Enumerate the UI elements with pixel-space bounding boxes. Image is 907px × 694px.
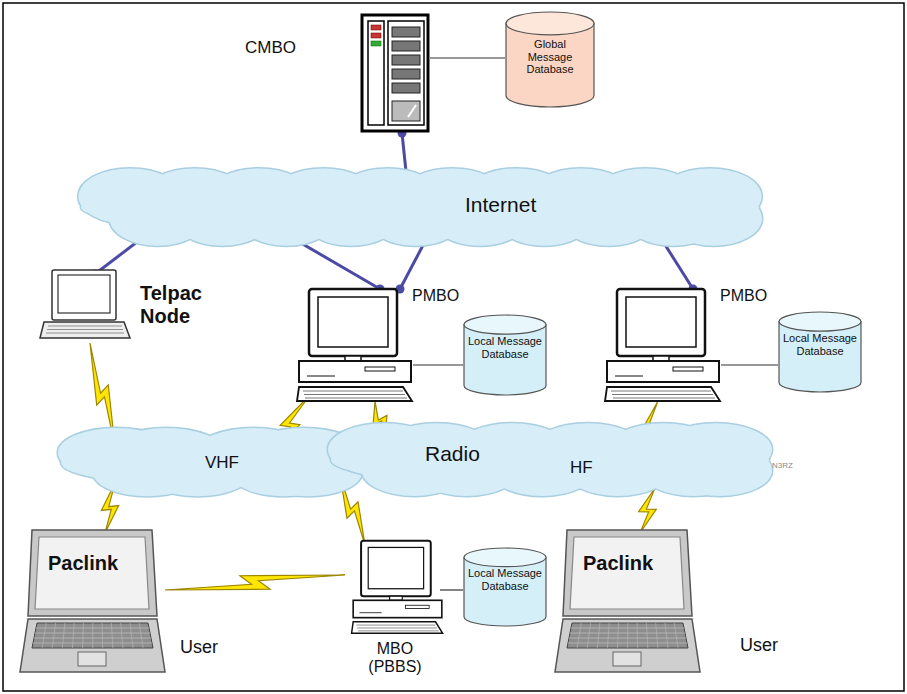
telpac-laptop-shape [40,270,130,342]
pmbo-computer: PMBO [290,285,465,405]
internet-cloud-label: Internet [465,193,536,217]
internet-cloud-shape [75,165,765,250]
database-cylinder-label: Local Message Database [468,567,542,592]
pmbo-computer-icon [605,289,720,401]
pmbo-computer-shape [295,288,415,403]
mbo-computer-shape [350,540,445,635]
user-laptop-icon [555,530,700,672]
cloud-fill [58,428,362,496]
central-server-shape [360,13,430,133]
pmbo-computer-icon [297,289,412,401]
radio-cloud: RadioHF [325,420,775,500]
user-laptop-shape [555,530,700,675]
database-cylinder: Local Message Database [778,312,862,392]
database-cylinder-label: Global Message Database [511,38,589,76]
telpac-laptop-label: Telpac Node [140,282,220,328]
user-laptop-shape [20,530,165,675]
user-laptop-label: User [180,637,218,658]
radio-cloud-label: Radio [425,442,480,466]
database-cylinder-label: Local Message Database [468,335,542,360]
telpac-laptop: Telpac Node [40,270,230,355]
radio-cloud-shape [325,420,775,500]
pmbo-computer-label: PMBO [412,287,459,305]
pmbo-computer-label: PMBO [720,287,767,305]
internet-cloud: Internet [75,165,765,250]
central-server-label: CMBO [245,38,296,58]
frame-border [3,3,904,691]
database-link [721,365,778,366]
database-cylinder: Local Message Database [463,315,547,395]
cylinder-body [779,322,861,392]
user-laptop-label: User [740,635,778,656]
radio-link [165,575,345,590]
database-link [430,58,505,59]
cylinder-top [506,12,594,35]
user-laptop: PaclinkUser [20,525,230,680]
cylinder-body [506,23,594,107]
mbo-computer-icon [352,541,443,634]
user-laptop-label: Paclink [583,552,653,575]
mbo-computer-label: MBO (PBBS) [350,640,440,677]
cloud-outline [328,423,772,496]
cylinder-body [464,557,546,626]
database-cylinder: Global Message Database [505,12,595,107]
cloud-fill [328,423,772,496]
user-laptop: PaclinkUser [555,525,781,680]
database-link [440,590,463,591]
vhf-cloud: VHF [55,425,365,500]
cloud-fill [78,168,762,245]
pmbo-computer-shape [603,288,723,403]
cylinder-body [464,325,546,395]
radio-cloud-label: HF [570,458,593,478]
database-link [413,365,463,366]
database-cylinder-label: Local Message Database [783,332,857,357]
telpac-laptop-icon [40,270,130,338]
user-laptop-label: Paclink [48,552,118,575]
cylinder-top [464,548,546,567]
mbo-computer: MBO (PBBS) [345,540,455,690]
database-cylinder: Local Message Database [463,548,547,626]
cloud-outline [78,168,762,245]
central-server-icon [362,15,428,131]
central-server: CMBO [240,8,440,133]
watermark: N3RZ [772,461,793,470]
pmbo-computer: PMBO [598,285,773,405]
cylinder-top [779,312,861,331]
vhf-cloud-label: VHF [205,453,239,473]
cloud-outline [58,428,362,496]
user-laptop-icon [20,530,165,672]
cylinder-top [464,315,546,334]
